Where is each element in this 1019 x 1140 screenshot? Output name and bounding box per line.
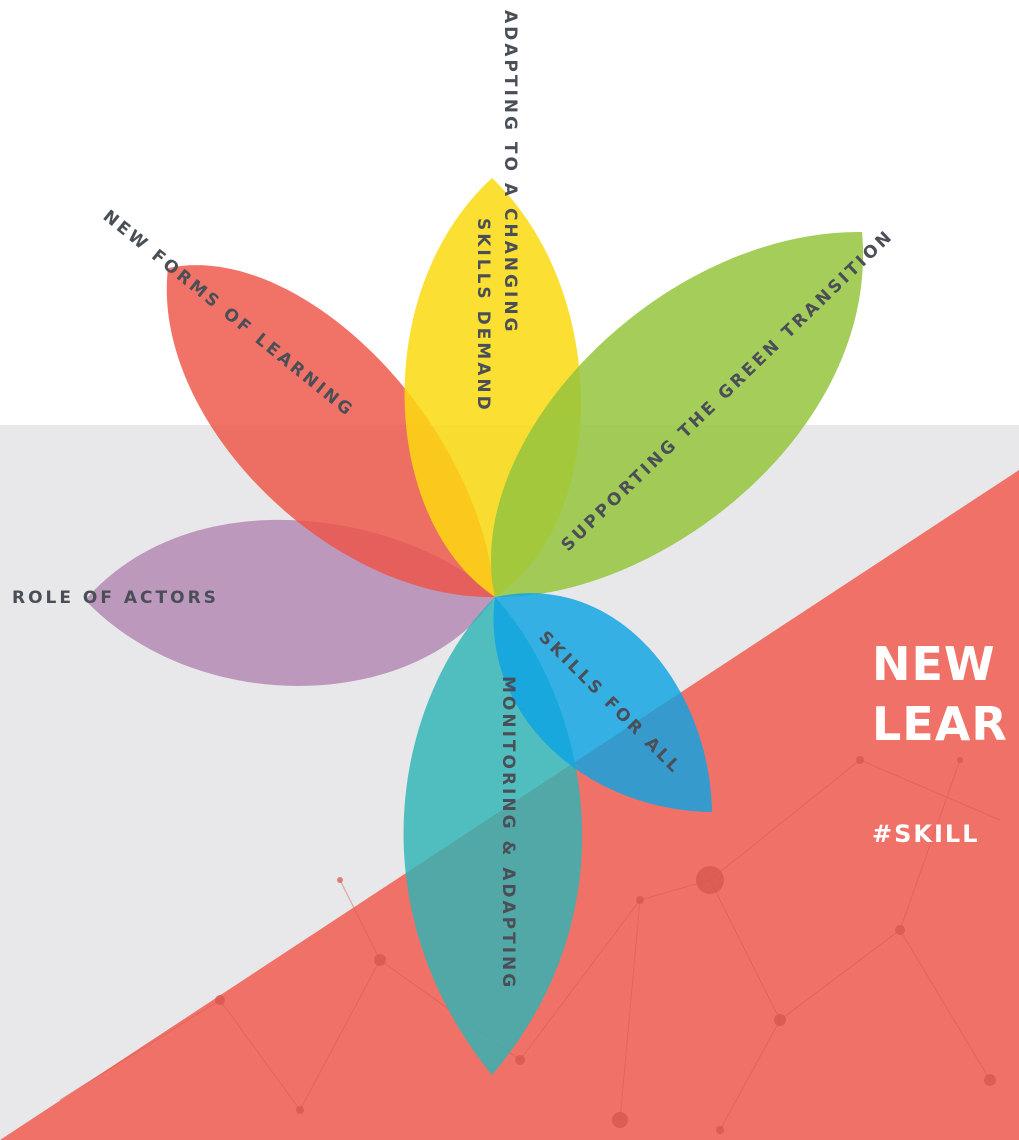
label-role-of-actors: ROLE OF ACTORS — [12, 588, 219, 608]
label-adapting-line1: ADAPTING TO A CHANGING — [500, 10, 520, 335]
network-nodes — [215, 756, 996, 1134]
label-adapting-line2: SKILLS DEMAND — [473, 218, 493, 413]
label-monitoring-adapting: MONITORING & ADAPTING — [498, 676, 518, 990]
petal-skills-for-all — [493, 593, 712, 812]
hashtag: #SKILL — [872, 820, 980, 848]
headline-line1: NEW — [872, 637, 996, 691]
petal-new-forms-of-learning — [166, 265, 495, 598]
headline-line2: LEAR — [872, 697, 1008, 751]
petal-supporting-green-transition — [490, 231, 864, 598]
